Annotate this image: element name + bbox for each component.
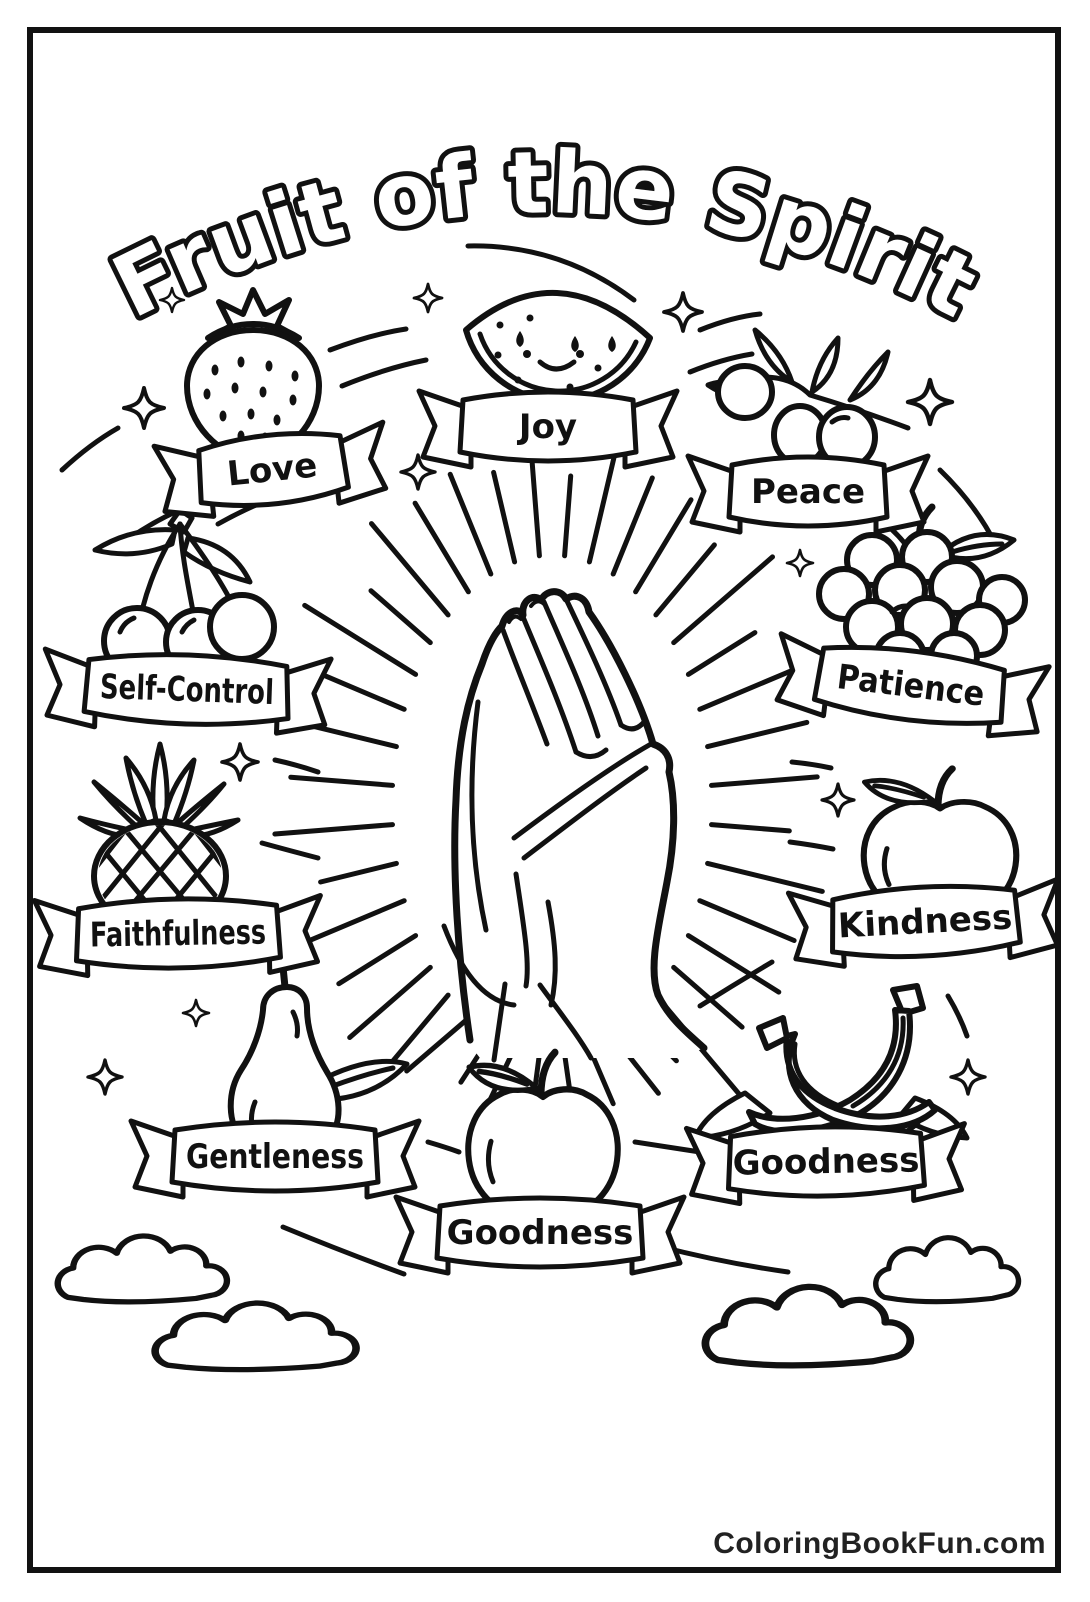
banner-goodness-right: Goodness <box>683 1121 967 1207</box>
footer-website-text: ColoringBookFun.com <box>713 1527 1046 1560</box>
banner-label-gentleness: Gentleness <box>186 1137 364 1177</box>
banner-patience: Patience <box>774 631 1052 739</box>
banner-joy: Joy <box>416 388 680 470</box>
ribbon-banner <box>726 454 890 529</box>
ribbon-banner <box>81 652 291 727</box>
banner-love: Love <box>151 419 389 519</box>
ribbon-banner <box>457 389 639 464</box>
ribbon-banner <box>830 883 1023 960</box>
ribbon-banner <box>73 896 283 971</box>
banner-faithfulness: Faithfulness <box>31 893 323 979</box>
ribbon-banner <box>434 1195 646 1270</box>
olive-branch-icon <box>705 327 911 470</box>
banner-gentleness: Gentleness <box>128 1118 422 1200</box>
ribbon-banner <box>811 644 1007 726</box>
banner-goodness-center: Goodness <box>393 1194 687 1276</box>
ribbon-banner <box>725 1124 927 1199</box>
banner-self-control: Self-Control <box>42 646 334 736</box>
banner-label-goodness-center: Goodness <box>447 1213 634 1253</box>
praying-hands-illustration <box>441 588 708 1063</box>
ribbon-banner <box>196 430 351 508</box>
banner-label-faithfulness: Faithfulness <box>90 912 267 955</box>
banner-label-kindness: Kindness <box>837 897 1013 946</box>
banner-kindness: Kindness <box>785 876 1061 969</box>
banner-label-goodness-right: Goodness <box>732 1140 919 1183</box>
banner-label-love: Love <box>225 445 319 494</box>
watermelon-icon <box>463 290 653 404</box>
banner-label-joy: Joy <box>517 407 577 447</box>
grapes-icon <box>816 503 1028 684</box>
banner-label-peace: Peace <box>751 472 865 512</box>
banner-peace: Peace <box>685 453 931 535</box>
banner-label-self-control: Self-Control <box>99 667 274 713</box>
ribbon-banner <box>169 1119 381 1194</box>
